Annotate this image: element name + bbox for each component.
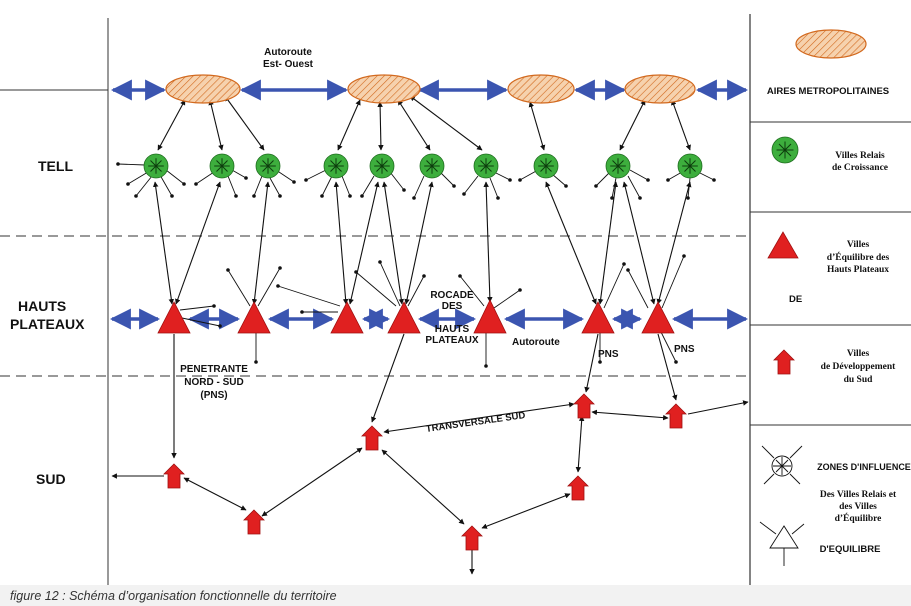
relais-city: [533, 153, 559, 179]
relais-city: [323, 153, 349, 179]
metro-area: [165, 74, 241, 104]
legend-equilibre-symbol: [767, 231, 799, 259]
influence-dots: [116, 162, 716, 368]
legend-metro-symbol: [795, 29, 867, 59]
villes-equilibre: [157, 299, 675, 334]
legend-dev-2: de Développement: [821, 362, 897, 372]
relais-city: [209, 153, 235, 179]
legend-equilibre-1: Villes: [847, 240, 870, 250]
label-rocade-4: PLATEAUX: [425, 335, 478, 346]
label-rocade-3: HAUTS: [435, 324, 470, 335]
legend-relais-1: Villes Relais: [835, 151, 885, 161]
label-penetrante-1: PENETRANTE: [180, 364, 248, 375]
label-rocade-1: ROCADE: [430, 290, 474, 301]
region-tell: TELL: [38, 158, 73, 174]
relais-city: [473, 153, 499, 179]
legend: AIRES METROPOLITAINES Villes Relais de C…: [759, 29, 911, 566]
legend-zones: ZONES D'INFLUENCE: [817, 462, 911, 472]
legend-relais-2: de Croissance: [832, 163, 888, 173]
legend-equilibre-3: Hauts Plateaux: [827, 265, 889, 275]
metro-area: [347, 74, 421, 104]
label-rocade-2: DES: [442, 301, 463, 312]
figure-caption: figure 12 : Schéma d’organisation foncti…: [10, 589, 337, 603]
relais-city: [255, 153, 281, 179]
legend-zones-3: d’Équilibre: [835, 512, 882, 524]
metro-area: [507, 74, 575, 104]
region-hauts-1: HAUTS: [18, 298, 66, 314]
metro-area: [624, 74, 696, 104]
legend-de: DE: [789, 294, 802, 305]
dev-city: [163, 463, 185, 489]
equilibre-city: [330, 301, 364, 334]
equilibre-city: [581, 301, 615, 334]
influence-spokes: [117, 163, 715, 366]
dev-city: [243, 509, 265, 535]
label-penetrante-3: (PNS): [200, 390, 227, 401]
legend-zones-2: des Villes: [839, 502, 877, 512]
relais-city: [677, 153, 703, 179]
connection-arrows: [111, 95, 749, 575]
dev-city: [567, 475, 589, 501]
villes-relais: [143, 153, 703, 179]
dev-city: [361, 425, 383, 451]
legend-relais-star: [771, 136, 799, 164]
label-penetrante-2: NORD - SUD: [184, 377, 243, 388]
legend-equilibre-2: d’Équilibre des: [827, 251, 890, 263]
equilibre-city: [387, 301, 421, 334]
dev-city: [461, 525, 483, 551]
legend-dev-3: du Sud: [844, 375, 874, 385]
legend-dequilibre: D'EQUILIBRE: [820, 544, 881, 555]
legend-triangle-outline-symbol: [759, 521, 805, 566]
label-autoroute-top-1: Autoroute: [264, 47, 312, 58]
equilibre-city: [473, 299, 507, 334]
relais-city: [605, 153, 631, 179]
label-pns-2: PNS: [674, 344, 695, 355]
region-hauts-2: PLATEAUX: [10, 316, 85, 332]
label-pns-1: PNS: [598, 349, 619, 360]
relais-city: [143, 153, 169, 179]
dev-city: [665, 403, 687, 429]
aires-metropolitaines: [165, 74, 696, 104]
equilibre-city: [641, 301, 675, 334]
legend-aires: AIRES METROPOLITAINES: [767, 86, 889, 97]
equilibre-city: [237, 301, 271, 334]
relais-city: [419, 153, 445, 179]
villes-developpement: [163, 393, 687, 551]
legend-panel: [750, 0, 911, 585]
legend-dev-house: [773, 349, 795, 375]
dev-city: [573, 393, 595, 419]
legend-dev-1: Villes: [847, 349, 870, 359]
legend-dev-symbol: [773, 349, 795, 375]
label-autoroute-top-2: Est- Ouest: [263, 59, 314, 70]
label-autoroute-mid: Autoroute: [512, 337, 560, 348]
legend-relais-symbol: [771, 136, 799, 164]
relais-city: [369, 153, 395, 179]
legend-zones-1: Des Villes Relais et: [820, 490, 897, 500]
region-sud: SUD: [36, 471, 66, 487]
equilibre-city: [157, 301, 191, 334]
legend-zones-symbol: [761, 445, 803, 485]
